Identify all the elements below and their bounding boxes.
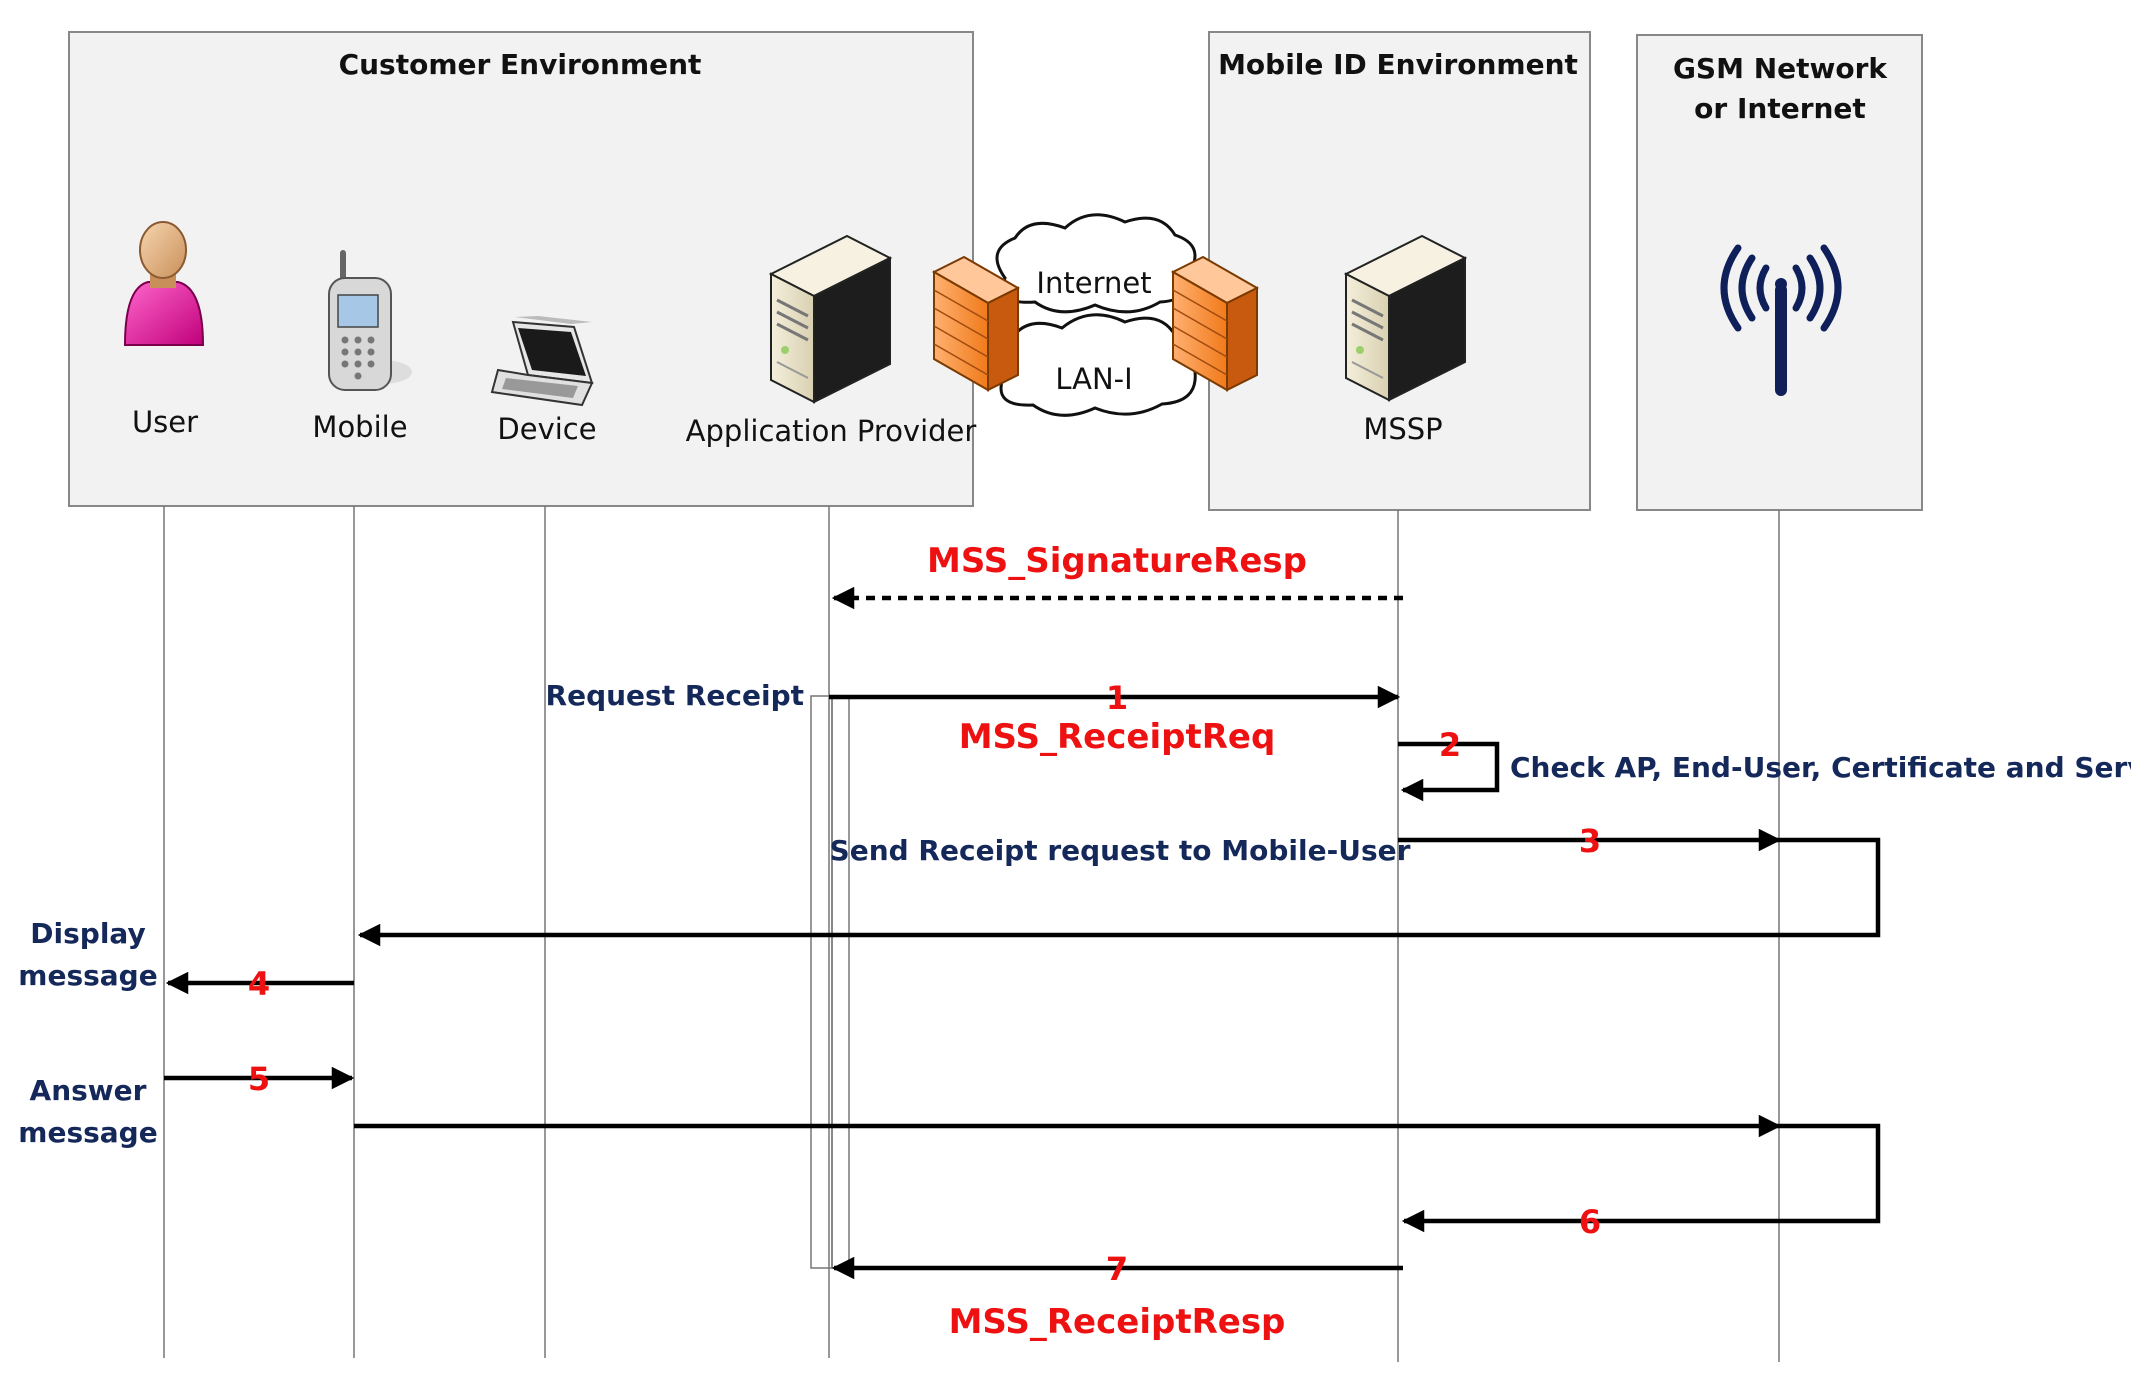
gsm-network-title-line2: or Internet [1694,92,1866,125]
receipt-req-label: MSS_ReceiptReq [959,717,1276,757]
antenna-icon [1720,244,1842,396]
check-note: Check AP, End-User, Certificate and Serv… [1510,751,2131,784]
step-number-2: 2 [1439,726,1461,764]
arrow-gsm-to-mobile [357,837,1881,947]
customer-environment-title: Customer Environment [339,48,702,81]
app-provider-label: Application Provider [686,414,977,448]
gsm-network-panel [1636,34,1923,511]
user-icon [123,221,205,346]
activation-bar-inner [831,695,850,1269]
user-label: User [132,405,198,439]
lan-label: LAN-I [1055,362,1132,396]
internet-label: Internet [1036,266,1151,300]
server-icon [768,234,893,404]
send-receipt-note: Send Receipt request to Mobile-User [830,834,1411,867]
answer-message-note-line1: Answer [30,1074,147,1107]
display-message-note-line1: Display [30,917,145,950]
message-arrows [164,586,1881,1280]
display-message-note-line2: message [18,959,157,992]
step-number-3: 3 [1579,822,1601,860]
mobile-phone-icon [328,250,412,391]
firewall-icon [931,255,1021,392]
gsm-network-title-line1: GSM Network [1673,52,1888,85]
arrow-step-6 [1401,1123,1881,1233]
server-icon [1343,234,1468,402]
answer-message-note-line2: message [18,1116,157,1149]
arrow-step-2 [1398,741,1500,802]
step-number-7: 7 [1106,1250,1128,1288]
step-number-4: 4 [248,965,270,1003]
mssp-label: MSSP [1363,412,1442,446]
cloud-icon [995,213,1197,314]
receipt-resp-label: MSS_ReceiptResp [949,1302,1286,1342]
device-label: Device [497,412,596,446]
request-receipt-note: Request Receipt [546,679,804,712]
step-number-1: 1 [1106,679,1128,717]
signature-resp-label: MSS_SignatureResp [927,541,1307,581]
firewall-icon [1170,255,1260,392]
mobile-label: Mobile [312,410,407,444]
mobile-id-environment-title: Mobile ID Environment [1218,48,1578,81]
step-number-6: 6 [1579,1203,1601,1241]
laptop-icon [490,316,594,407]
step-number-5: 5 [248,1060,270,1098]
